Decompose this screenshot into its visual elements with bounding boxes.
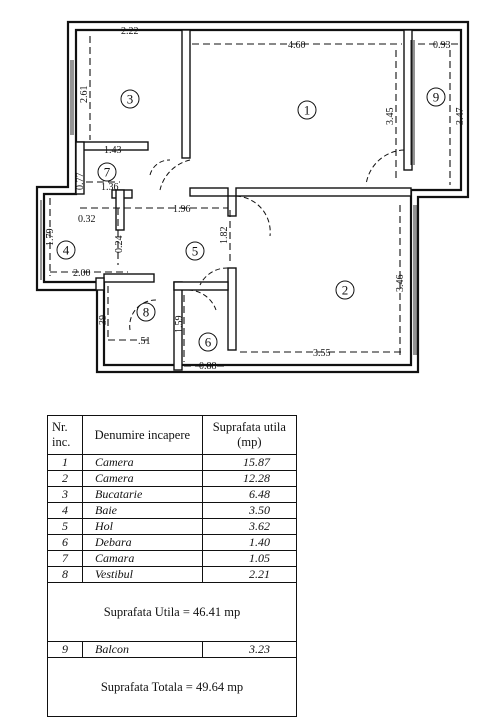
- room-marker-8: 8: [136, 302, 156, 322]
- cell-nr: 3: [47, 486, 83, 503]
- cell-nr: 9: [47, 641, 83, 658]
- dim-label: 3.55: [313, 348, 331, 359]
- room-area-table: Nr. inc. Denumire incapere Suprafata uti…: [47, 415, 298, 717]
- dim-label: 2.22: [121, 26, 139, 37]
- room-marker-1: 1: [297, 100, 317, 120]
- room-marker-4: 4: [56, 240, 76, 260]
- header-nr: Nr. inc.: [47, 415, 83, 455]
- room-number: 4: [63, 243, 70, 258]
- room-marker-7: 7: [97, 162, 117, 182]
- cell-area: 12.28: [201, 470, 298, 487]
- dim-label: 1.43: [104, 145, 122, 156]
- useful-total-row: Suprafata Utila = 46.41 mp: [47, 582, 297, 642]
- dim-label: 1.79: [45, 229, 56, 247]
- grand-total: Suprafata Totala = 49.64 mp: [47, 657, 297, 717]
- dim-label: 0.32: [78, 214, 96, 225]
- cell-nr: 4: [47, 502, 83, 519]
- cell-nr: 2: [47, 470, 83, 487]
- dim-label: 4.60: [288, 40, 306, 51]
- room-marker-5: 5: [185, 241, 205, 261]
- room-number: 3: [127, 92, 134, 107]
- dim-label: 3.45: [385, 108, 396, 126]
- cell-nr: 7: [47, 550, 83, 567]
- cell-nr: 6: [47, 534, 83, 551]
- room-number: 9: [433, 90, 440, 105]
- exterior-walls: [35, 20, 470, 374]
- cell-area: 3.62: [201, 518, 298, 535]
- header-name: Denumire incapere: [82, 415, 203, 455]
- room-number: 6: [205, 335, 212, 350]
- cell-name: Camera: [82, 470, 203, 487]
- useful-total: Suprafata Utila = 46.41 mp: [47, 582, 297, 642]
- grand-total-row: Suprafata Totala = 49.64 mp: [47, 657, 297, 717]
- header-area: Suprafata utila (mp): [201, 415, 298, 455]
- cell-area: 1.40: [201, 534, 298, 551]
- dim-label: 1.59: [174, 316, 185, 334]
- cell-nr: 8: [47, 566, 83, 583]
- table-header-row: Nr. inc. Denumire incapere Suprafata uti…: [47, 415, 298, 455]
- cell-name: Camera: [82, 454, 203, 471]
- cell-name: Baie: [82, 502, 203, 519]
- dim-label: 2.00: [73, 268, 91, 279]
- dim-label: 1.36: [101, 182, 119, 193]
- windows: [40, 40, 417, 355]
- room-marker-2: 2: [335, 280, 355, 300]
- dim-label: 0.24: [114, 236, 125, 254]
- cell-name: Hol: [82, 518, 203, 535]
- cell-name: Bucatarie: [82, 486, 203, 503]
- cell-area: 15.87: [201, 454, 298, 471]
- room-number: 2: [342, 283, 349, 298]
- cell-name: Balcon: [82, 641, 203, 658]
- dim-label: 1.82: [219, 227, 230, 245]
- dim-label: 0.93: [433, 40, 451, 51]
- room-marker-6: 6: [198, 332, 218, 352]
- dim-label: 3.46: [395, 275, 406, 293]
- dim-label: 0.77: [75, 173, 86, 191]
- dim-label: 39: [98, 315, 109, 325]
- room-marker-9: 9: [426, 87, 446, 107]
- cell-area: 1.05: [201, 550, 298, 567]
- floor-plan: 2.22 4.60 0.93 2.61 3.45 3.47 1.43 1.36 …: [35, 20, 470, 374]
- room-number: 8: [143, 305, 150, 320]
- room-marker-3: 3: [120, 89, 140, 109]
- cell-name: Vestibul: [82, 566, 203, 583]
- cell-area: 6.48: [201, 486, 298, 503]
- dim-label: 1.96: [173, 204, 191, 215]
- dim-label: .51: [138, 336, 151, 347]
- cell-area: 2.21: [201, 566, 298, 583]
- dim-label: 0.88: [199, 361, 217, 372]
- cell-nr: 5: [47, 518, 83, 535]
- dimension-lines: [49, 29, 458, 367]
- dim-label: 3.47: [455, 108, 466, 126]
- cell-name: Debara: [82, 534, 203, 551]
- room-number: 7: [104, 165, 111, 180]
- room-number: 1: [304, 103, 311, 118]
- dim-label: 2.61: [79, 86, 90, 104]
- interior-walls: [75, 29, 413, 371]
- cell-name: Camara: [82, 550, 203, 567]
- cell-nr: 1: [47, 454, 83, 471]
- cell-area: 3.23: [201, 641, 298, 658]
- room-number: 5: [192, 244, 199, 259]
- door-swings: [129, 149, 405, 331]
- cell-area: 3.50: [201, 502, 298, 519]
